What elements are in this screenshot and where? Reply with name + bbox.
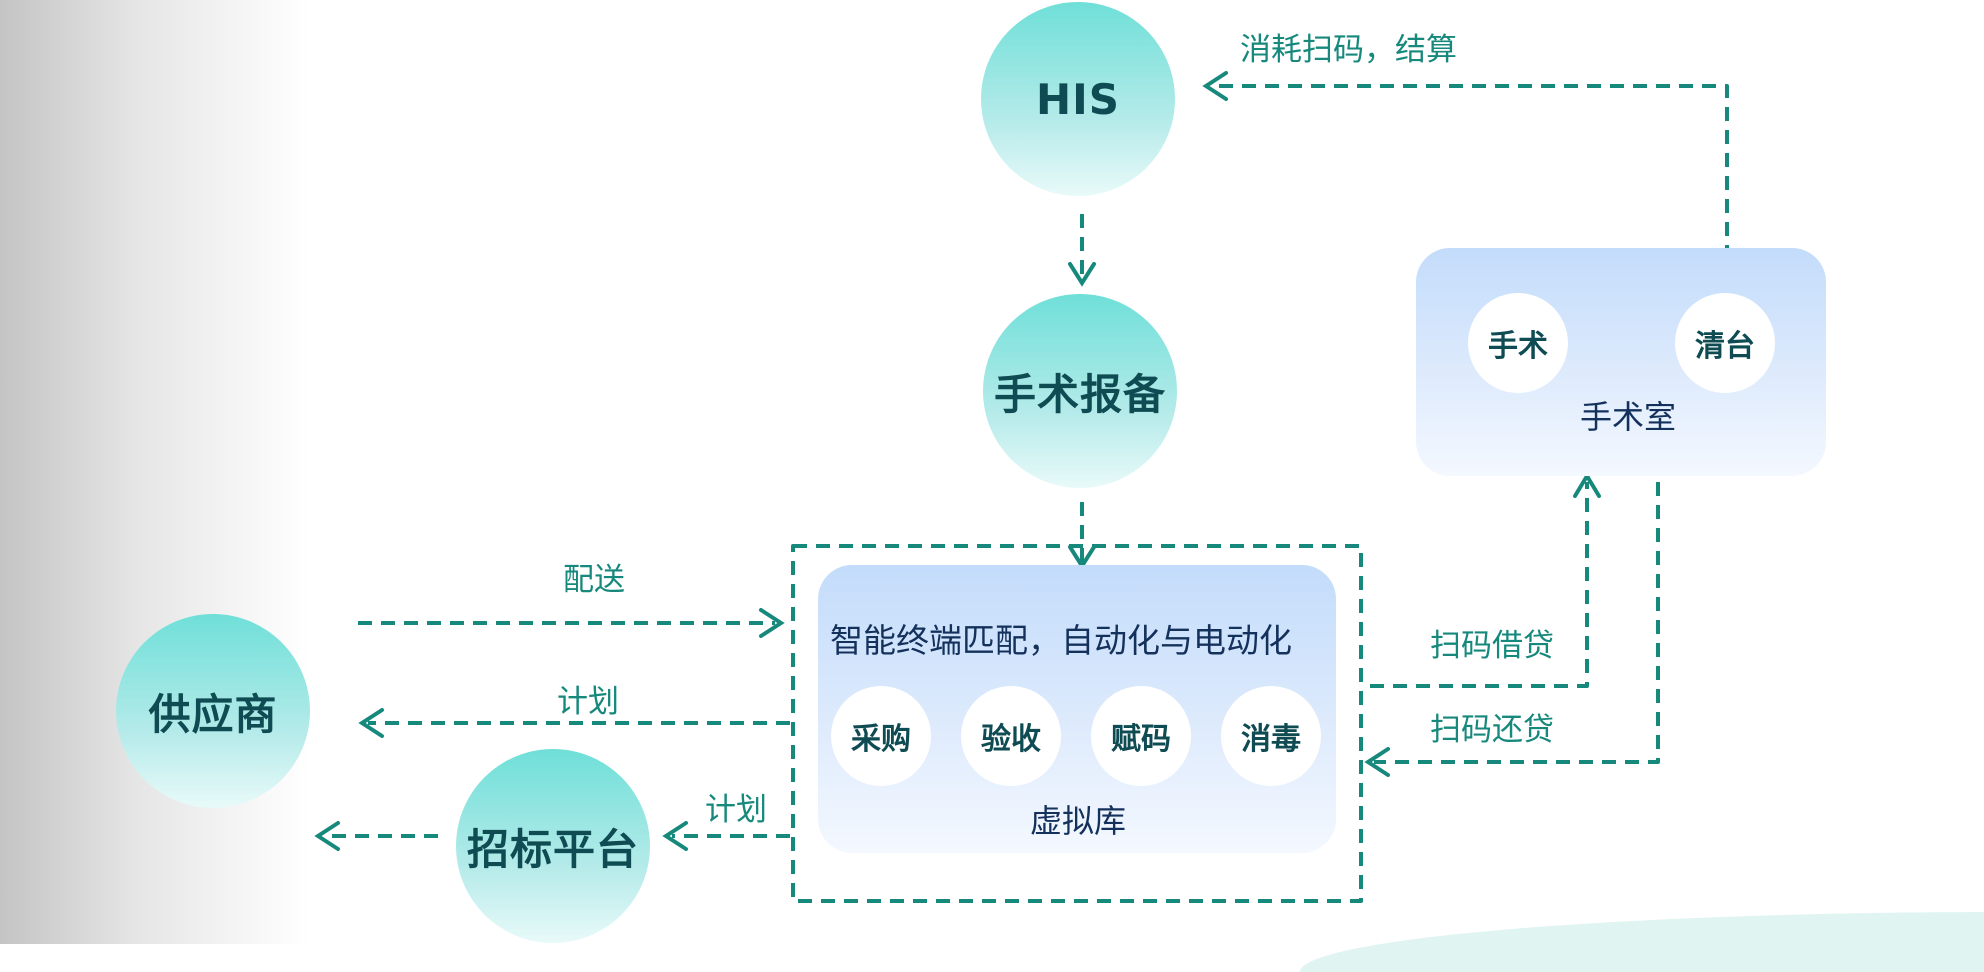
- scan-borrow-label: 扫码借贷: [1430, 628, 1554, 664]
- disinfection-circle: 消毒: [1221, 686, 1321, 786]
- purchase-circle: 采购: [831, 686, 931, 786]
- bidding-platform-node: 招标平台: [456, 749, 650, 943]
- connector-scan-borrow: [1370, 482, 1589, 688]
- clear-table-step-label: 清台: [1695, 329, 1755, 364]
- surgery-step-circle: 手术: [1468, 293, 1568, 393]
- virtual-store-caption: 虚拟库: [1030, 802, 1127, 840]
- purchase-label: 采购: [851, 722, 911, 757]
- arrowhead-borrow: [1573, 472, 1601, 498]
- acceptance-label: 验收: [981, 722, 1041, 757]
- arrowhead-his: [1202, 71, 1228, 101]
- bidding-platform-label: 招标平台: [466, 824, 639, 874]
- arrowhead-plan-bidding: [662, 821, 688, 851]
- connector-scan-return: [1374, 482, 1660, 764]
- surgery-report-node: 手术报备: [983, 294, 1177, 488]
- his-label: HIS: [1035, 74, 1121, 124]
- surgery-step-label: 手术: [1488, 329, 1548, 364]
- connector-or-to-his: [1212, 84, 1729, 282]
- disinfection-label: 消毒: [1241, 722, 1301, 757]
- coding-label: 赋码: [1111, 722, 1171, 757]
- supplier-label: 供应商: [148, 689, 278, 739]
- arrowhead-delivery: [759, 608, 785, 638]
- scan-return-label: 扫码还贷: [1430, 712, 1554, 748]
- operating-room-title: 手术室: [1580, 398, 1677, 436]
- plan-bidding-label: 计划: [705, 792, 767, 828]
- arrowhead-bidding-left: [314, 821, 340, 851]
- his-node: HIS: [981, 2, 1175, 196]
- arrowhead-plan-supplier: [358, 708, 384, 738]
- virtual-store-frame: [791, 544, 1363, 903]
- consume-scan-label: 消耗扫码，结算: [1240, 32, 1457, 68]
- clear-table-step-circle: 清台: [1675, 293, 1775, 393]
- coding-circle: 赋码: [1091, 686, 1191, 786]
- supplier-node: 供应商: [116, 614, 310, 808]
- acceptance-circle: 验收: [961, 686, 1061, 786]
- plan-supplier-label: 计划: [557, 684, 619, 720]
- delivery-label: 配送: [563, 562, 625, 598]
- surgery-report-label: 手术报备: [993, 369, 1166, 419]
- flow-connectors: [314, 71, 1729, 903]
- arrowhead-report: [1068, 262, 1096, 287]
- virtual-store-title: 智能终端匹配，自动化与电动化: [830, 621, 1292, 660]
- arrowhead-return: [1364, 747, 1390, 777]
